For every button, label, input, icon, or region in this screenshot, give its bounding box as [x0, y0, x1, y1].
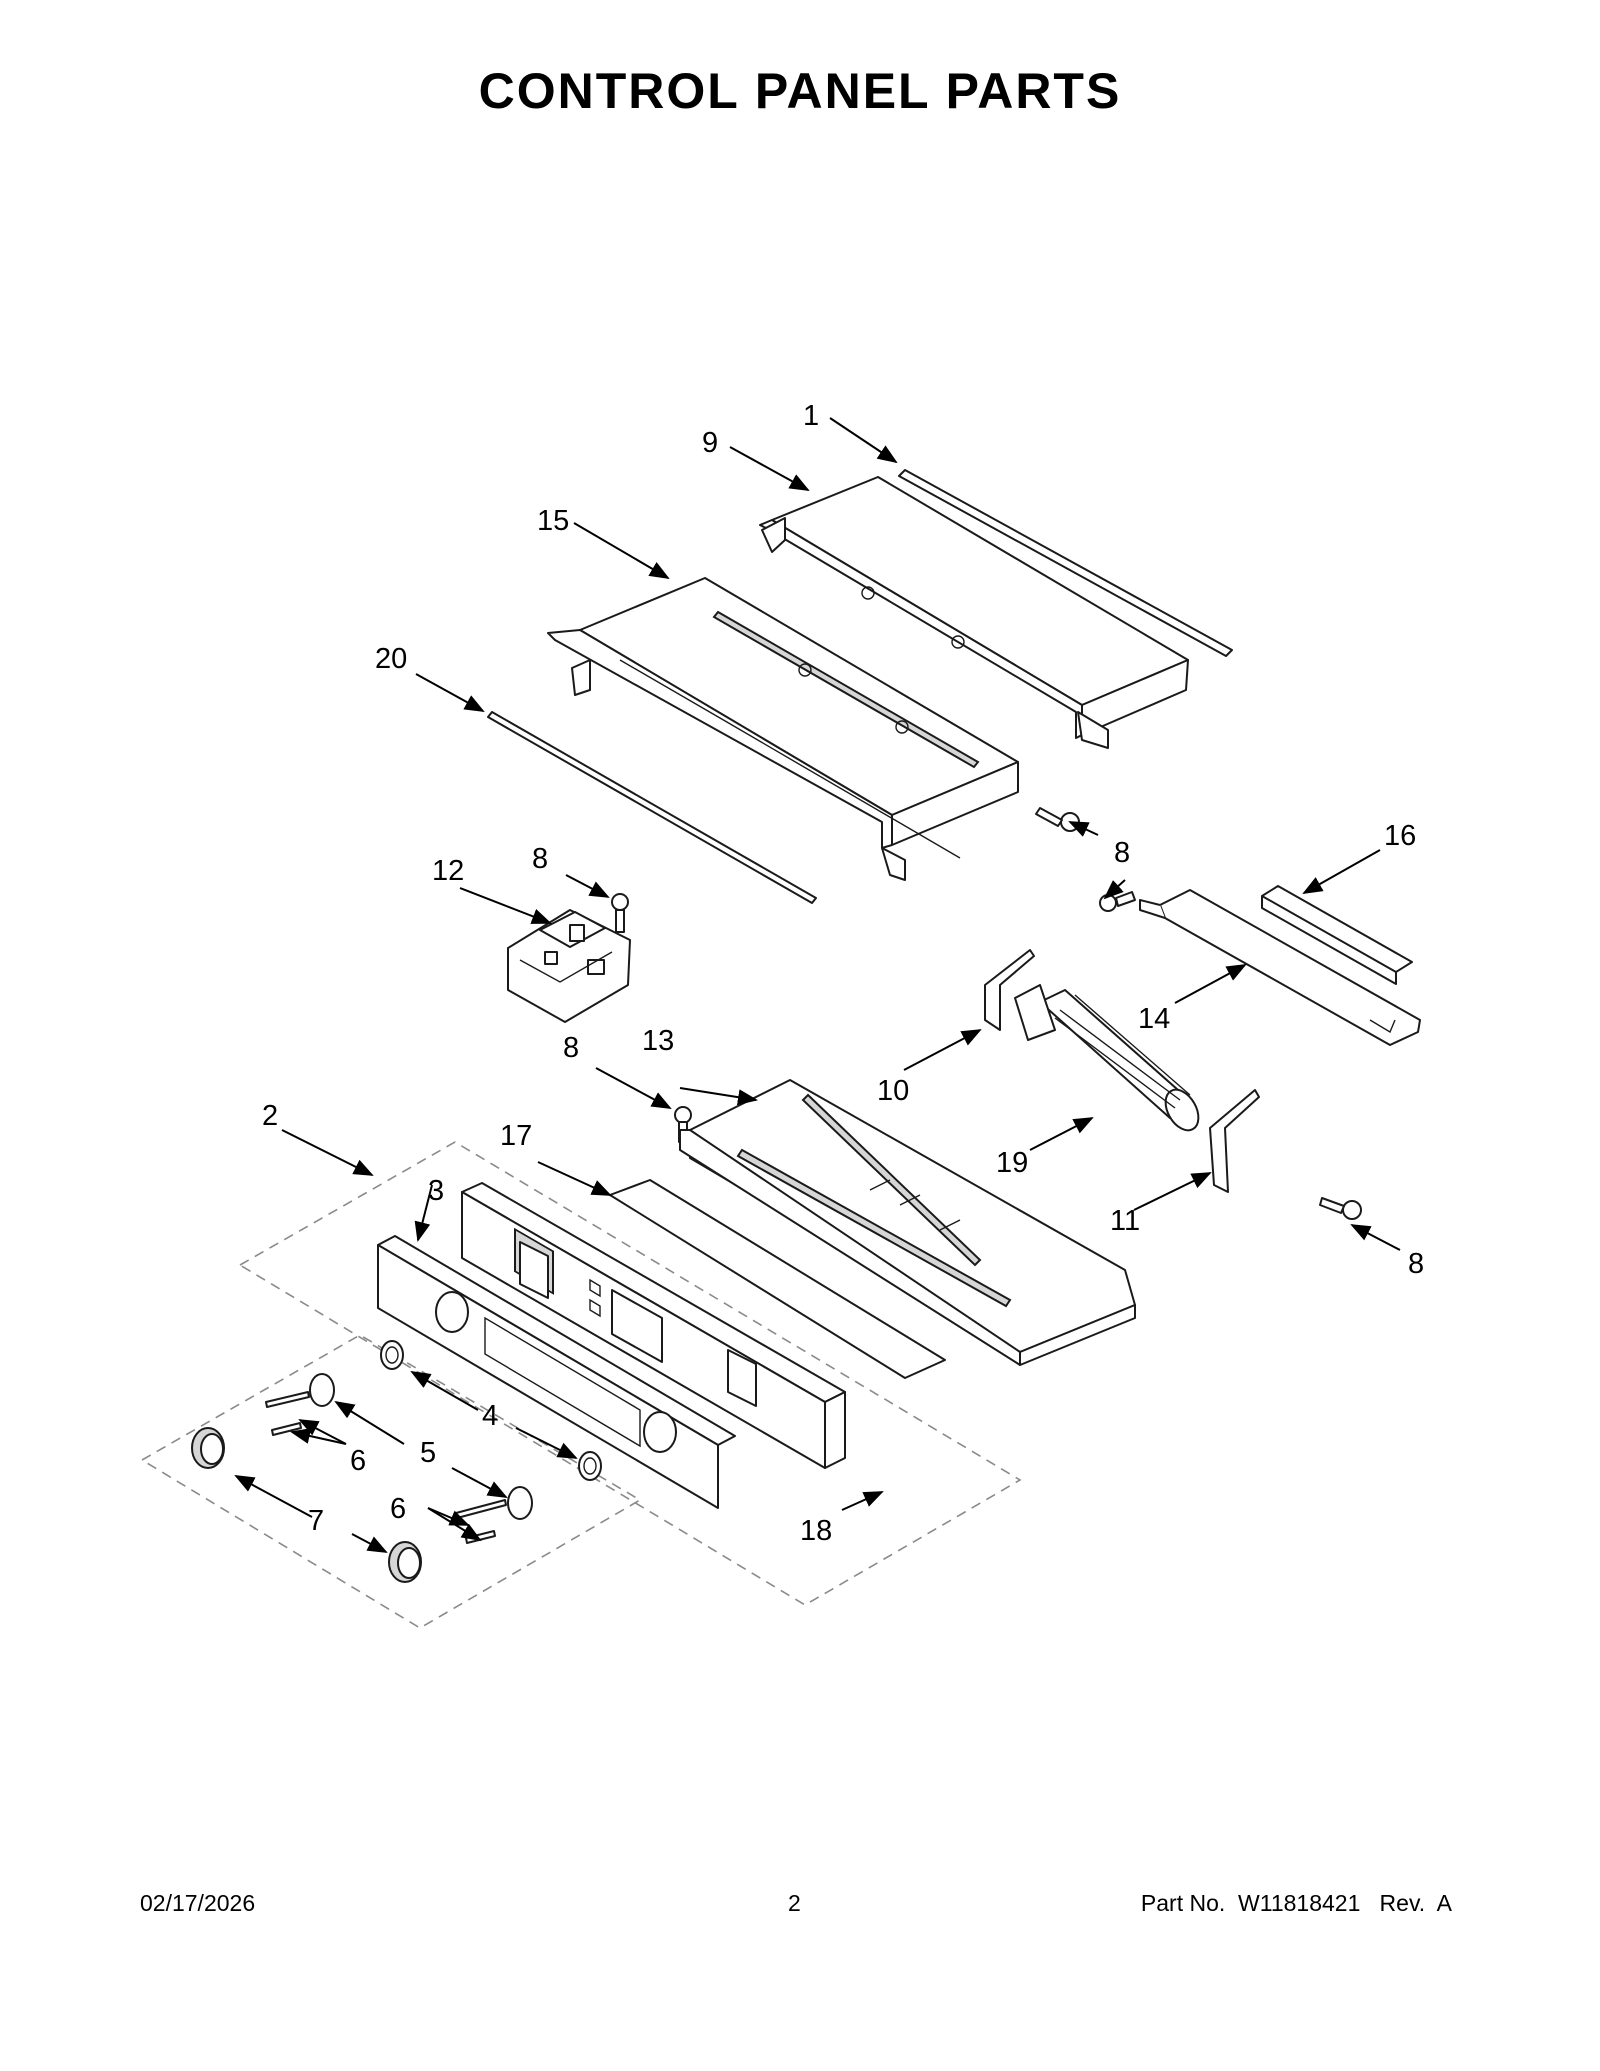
part-13-control-tray [679, 1079, 1136, 1366]
callout-8-board: 8 [532, 843, 548, 875]
part-17-trim-strip [609, 1179, 946, 1379]
callout-20: 20 [375, 643, 407, 675]
part-20-rod [487, 711, 817, 904]
footer-date: 02/17/2026 [140, 1890, 256, 1916]
part-9-upper-cover [759, 476, 1189, 749]
part-4-bezels [380, 1340, 602, 1481]
part-3-control-panel [461, 1182, 846, 1469]
leader-lines [234, 417, 1401, 1553]
callout-2: 2 [262, 1100, 278, 1132]
part-10-bracket [984, 949, 1035, 1031]
part-5-knob-mounts [309, 1373, 533, 1520]
part-7-knobs [191, 1427, 422, 1583]
callout-3: 3 [428, 1175, 444, 1207]
page-title: CONTROL PANEL PARTS [478, 63, 1122, 119]
assembly-outline-knobs [140, 1334, 642, 1629]
callout-12: 12 [432, 855, 464, 887]
part-11-bracket [1209, 1089, 1260, 1193]
part-12-control-board [507, 909, 631, 1023]
callout-19: 19 [996, 1147, 1028, 1179]
callout-5: 5 [420, 1437, 436, 1469]
callout-18: 18 [800, 1515, 832, 1547]
callout-15: 15 [537, 505, 569, 537]
callout-9: 9 [702, 427, 718, 459]
callout-4: 4 [482, 1400, 498, 1432]
callout-6-lower: 6 [390, 1493, 406, 1525]
part-8-screw-cover [1035, 807, 1080, 832]
footer-page-number: 2 [788, 1890, 801, 1916]
callout-8-tray: 8 [563, 1032, 579, 1064]
footer-part-number: Part No. W11818421 Rev. A [1140, 1890, 1452, 1916]
callout-8-cover: 8 [1114, 837, 1130, 869]
callout-1: 1 [803, 400, 819, 432]
callout-17: 17 [500, 1120, 532, 1152]
callout-7: 7 [308, 1505, 324, 1537]
callout-16: 16 [1384, 820, 1416, 852]
part-8-screw-board [611, 893, 629, 933]
part-3-front-panel [377, 1235, 736, 1509]
part-8-screw-right [1319, 1197, 1362, 1220]
callout-8-right: 8 [1408, 1248, 1424, 1280]
part-15-lower-cover [547, 577, 1019, 881]
part-14-bracket [1139, 889, 1421, 1046]
part-8-screw-bracket [1099, 891, 1136, 912]
part-1-strip [898, 469, 1233, 657]
part-6-shafts [265, 1391, 507, 1544]
callout-10: 10 [877, 1075, 909, 1107]
assembly-outline-2 [238, 1141, 1022, 1606]
callout-11: 11 [1110, 1205, 1140, 1237]
part-16-bar [1261, 885, 1413, 985]
callout-14: 14 [1138, 1003, 1170, 1035]
callout-13: 13 [642, 1025, 674, 1057]
callout-6-upper: 6 [350, 1445, 366, 1477]
part-19-fan-motor [1014, 984, 1200, 1132]
